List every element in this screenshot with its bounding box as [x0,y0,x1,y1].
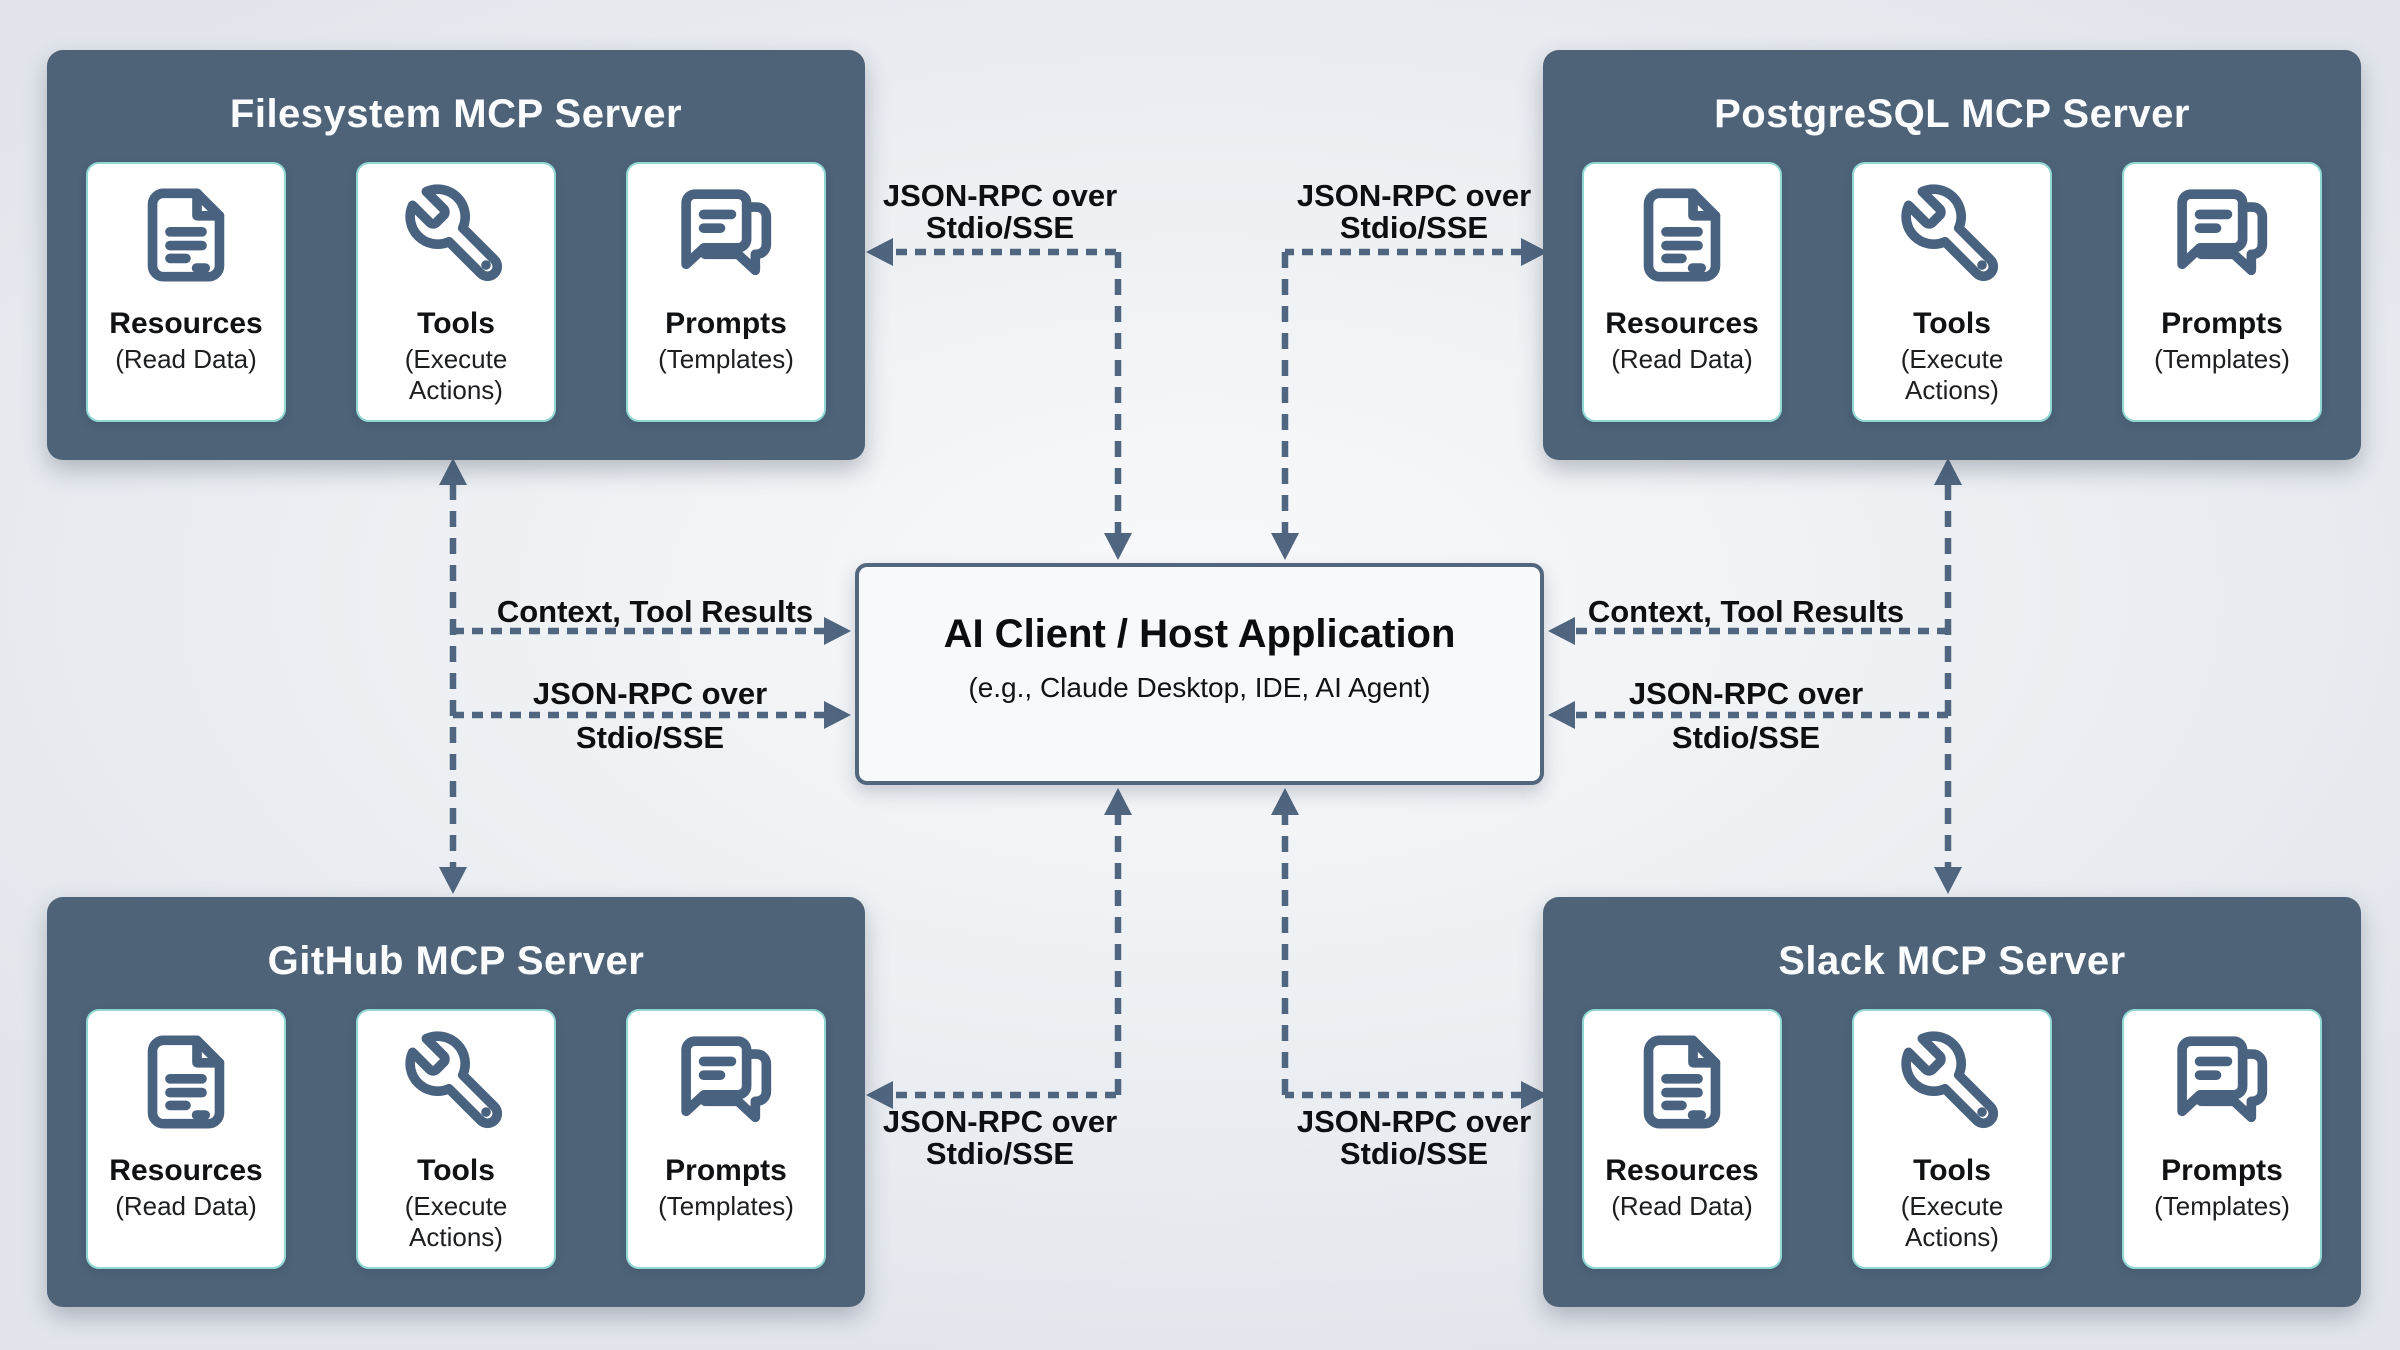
label-line: Stdio/SSE [1339,210,1489,245]
capability-name: Prompts [665,1154,787,1187]
capability-name: Prompts [665,307,787,340]
label-line: Stdio/SSE [1339,1136,1489,1171]
capability-card-prompts: Prompts (Templates) [2122,1009,2322,1269]
capability-cards: Resources (Read Data) Tools (Execute Act… [1582,1009,2322,1269]
capability-card-tools: Tools (Execute Actions) [1852,1009,2052,1269]
capability-detail: (Read Data) [115,344,257,374]
label-line: JSON-RPC over [1296,1104,1532,1139]
label-line: Stdio/SSE [575,720,725,755]
label-left-rpc: JSON-RPC over Stdio/SSE [533,678,767,754]
wrench-icon [401,180,511,290]
capability-detail: (Execute Actions) [1900,1191,2004,1252]
server-box-postgresql: PostgreSQL MCP Server Resources (Read Da… [1543,50,2361,460]
label-line: JSON-RPC over [1628,676,1864,711]
capability-name: Tools [1913,307,1991,340]
arrow-rpc-right-icon [1548,701,1575,729]
capability-name: Resources [1605,1154,1759,1187]
capability-name: Resources [109,307,263,340]
chat-bubbles-icon [2167,1027,2277,1137]
capability-cards: Resources (Read Data) Tools (Execute Act… [86,1009,826,1269]
file-document-icon [1627,1027,1737,1137]
label-bottom-right-transport: JSON-RPC over Stdio/SSE [1297,1106,1531,1170]
capability-name: Tools [417,307,495,340]
capability-card-tools: Tools (Execute Actions) [356,1009,556,1269]
file-document-icon [131,180,241,290]
label-line: Stdio/SSE [1671,720,1821,755]
client-box: AI Client / Host Application (e.g., Clau… [855,563,1544,785]
capability-card-resources: Resources (Read Data) [86,1009,286,1269]
label-line: JSON-RPC over [882,1104,1118,1139]
capability-name: Prompts [2161,1154,2283,1187]
label-line: JSON-RPC over [532,676,768,711]
arrow-context-left-icon [824,617,851,645]
wrench-icon [1897,180,2007,290]
label-top-left-transport: JSON-RPC over Stdio/SSE [883,180,1117,244]
capability-detail: (Templates) [2154,344,2290,374]
chat-bubbles-icon [671,180,781,290]
label-left-context: Context, Tool Results [497,596,813,628]
label-line: Stdio/SSE [925,210,1075,245]
file-document-icon [1627,180,1737,290]
label-bottom-left-transport: JSON-RPC over Stdio/SSE [883,1106,1117,1170]
server-title-slack: Slack MCP Server [1778,939,2126,983]
arrow-context-right-icon [1548,617,1575,645]
capability-detail: (Read Data) [115,1191,257,1221]
arrow-down-github-icon [439,867,467,894]
capability-name: Resources [1605,307,1759,340]
client-title: AI Client / Host Application [943,612,1456,656]
capability-card-resources: Resources (Read Data) [86,162,286,422]
label-line: JSON-RPC over [1296,178,1532,213]
capability-cards: Resources (Read Data) Tools (Execute Act… [1582,162,2322,422]
arrow-into-client-bottom-left-icon [1104,788,1132,815]
arrow-into-client-top-left-icon [1104,533,1132,560]
arrow-up-filesystem-icon [439,458,467,485]
capability-card-tools: Tools (Execute Actions) [1852,162,2052,422]
capability-detail: (Templates) [658,344,794,374]
server-title-github: GitHub MCP Server [267,939,645,983]
capability-name: Resources [109,1154,263,1187]
server-title-postgresql: PostgreSQL MCP Server [1714,92,2190,136]
wrench-icon [1897,1027,2007,1137]
arrow-rpc-left-icon [824,701,851,729]
server-box-slack: Slack MCP Server Resources (Read Data) T… [1543,897,2361,1307]
capability-card-prompts: Prompts (Templates) [626,162,826,422]
server-box-github: GitHub MCP Server Resources (Read Data) … [47,897,865,1307]
chat-bubbles-icon [2167,180,2277,290]
capability-card-resources: Resources (Read Data) [1582,1009,1782,1269]
arrow-up-postgresql-icon [1934,458,1962,485]
arrow-into-client-top-right-icon [1271,533,1299,560]
chat-bubbles-icon [671,1027,781,1137]
server-box-filesystem: Filesystem MCP Server Resources (Read Da… [47,50,865,460]
label-line: Context, Tool Results [496,594,814,629]
file-document-icon [131,1027,241,1137]
arrow-down-slack-icon [1934,867,1962,894]
label-line: Stdio/SSE [925,1136,1075,1171]
capability-detail: (Execute Actions) [404,1191,508,1252]
capability-name: Prompts [2161,307,2283,340]
label-right-context: Context, Tool Results [1588,596,1904,628]
label-line: Context, Tool Results [1587,594,1905,629]
label-line: JSON-RPC over [882,178,1118,213]
server-title-filesystem: Filesystem MCP Server [229,92,683,136]
capability-card-prompts: Prompts (Templates) [626,1009,826,1269]
capability-cards: Resources (Read Data) Tools (Execute Act… [86,162,826,422]
capability-card-tools: Tools (Execute Actions) [356,162,556,422]
capability-detail: (Execute Actions) [1900,344,2004,405]
capability-detail: (Templates) [658,1191,794,1221]
capability-card-resources: Resources (Read Data) [1582,162,1782,422]
capability-detail: (Execute Actions) [404,344,508,405]
client-subtitle: (e.g., Claude Desktop, IDE, AI Agent) [968,672,1431,703]
capability-detail: (Templates) [2154,1191,2290,1221]
arrow-into-client-bottom-right-icon [1271,788,1299,815]
capability-detail: (Read Data) [1611,344,1753,374]
capability-card-prompts: Prompts (Templates) [2122,162,2322,422]
wrench-icon [401,1027,511,1137]
capability-detail: (Read Data) [1611,1191,1753,1221]
label-right-rpc: JSON-RPC over Stdio/SSE [1629,678,1863,754]
capability-name: Tools [1913,1154,1991,1187]
capability-name: Tools [417,1154,495,1187]
label-top-right-transport: JSON-RPC over Stdio/SSE [1297,180,1531,244]
